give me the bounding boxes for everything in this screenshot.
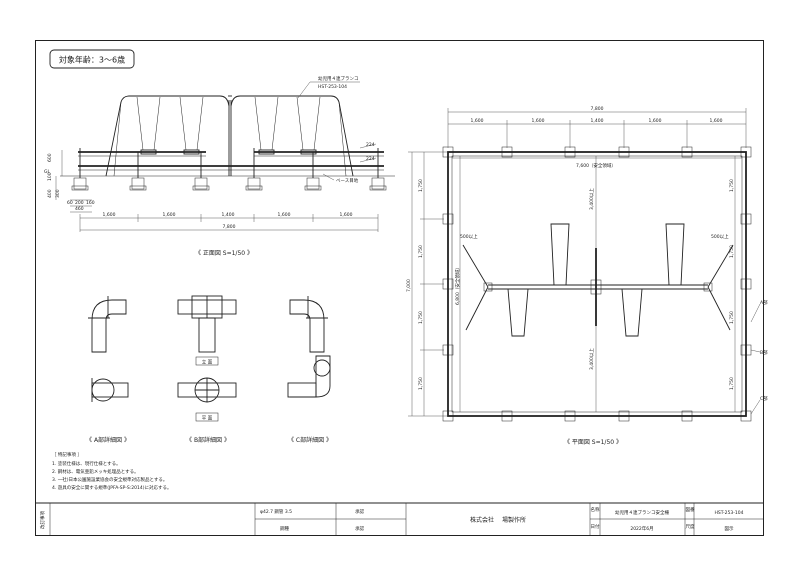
front-level-224b: 224 xyxy=(366,156,375,162)
age-badge-text: 対象年齢：3～6歳 xyxy=(59,55,125,65)
plan-top-dim-3: 1,400 xyxy=(591,118,604,124)
notes: ［ 特記事項 ］ 1. 塗装仕様は、現行仕様とする。 2. 鋼材は、電気亜鉛メッ… xyxy=(52,451,171,491)
front-dim-4: 1,600 xyxy=(278,212,291,218)
foundations xyxy=(71,177,387,191)
front-dim-3: 1,400 xyxy=(222,212,235,218)
left-swing-top-beam xyxy=(105,95,230,177)
plan-top-dim-4: 1,600 xyxy=(649,118,662,124)
plan-left-dim-1: 1,750 xyxy=(418,179,424,192)
tb-approval-2: 承認 xyxy=(355,525,364,532)
detail-views xyxy=(88,295,331,403)
drawing-frame xyxy=(35,40,764,536)
front-dim-1: 1,600 xyxy=(103,212,116,218)
tb-row-label-2: 鋼種 xyxy=(280,525,289,532)
plan-corner-b: B部 xyxy=(760,349,768,356)
tb-date: 2022年6月 xyxy=(630,525,653,532)
plan-right-dim-4: 1,750 xyxy=(729,377,735,390)
plan-right-clear: 500以上 xyxy=(711,233,729,240)
right-swing-top-beam xyxy=(230,95,354,177)
detail-title-c: 《 C部詳細図 》 xyxy=(288,436,332,444)
tb-scale-label: 尺度 xyxy=(686,523,695,530)
plan-inner-height: 6,800（安全領域） xyxy=(454,265,461,305)
detail-labels: 立 面 平 面 《 A部詳細図 》 《 B部詳細図 》 《 C部詳細図 》 xyxy=(86,356,332,444)
front-level-224a: 224 xyxy=(366,142,375,148)
tb-spec: φ42.7 鋼管 3.5 xyxy=(260,508,292,515)
plan-swings xyxy=(507,223,685,337)
front-base-160: 160 xyxy=(86,200,95,206)
tb-stamp-label: 改訂事項 xyxy=(39,511,46,529)
detail-title-b: 《 B部詳細図 》 xyxy=(186,436,230,444)
front-total: 7,800 xyxy=(223,224,236,230)
front-dim-5: 1,600 xyxy=(340,212,353,218)
plan-top-dim-5: 1,600 xyxy=(710,118,723,124)
detail-label-elevation: 立 面 xyxy=(202,359,213,366)
plan-view: 3,400以上 3,400以上 7,600（安全領域） 6,800（安全領域） … xyxy=(406,106,768,446)
plan-left-dim-3: 1,750 xyxy=(418,311,424,324)
tb-product-name: 幼児用４連ブランコ安全柵 xyxy=(615,509,669,516)
front-height-400: 400 xyxy=(47,189,53,198)
plan-left-dim-2: 1,750 xyxy=(418,245,424,258)
tb-date-label: 日付 xyxy=(591,523,600,530)
tb-company: 株式会社 場製作所 xyxy=(470,516,526,524)
detail-a-elevation xyxy=(91,299,127,353)
plan-right-dim-2: 1,750 xyxy=(729,245,735,258)
notes-heading: ［ 特記事項 ］ xyxy=(52,451,82,458)
plan-corner-a: A部 xyxy=(760,299,768,306)
plan-right-dim-3: 1,750 xyxy=(729,311,735,324)
plan-left-clear: 500以上 xyxy=(460,233,478,240)
front-title: 《 正面図 S=1/50 》 xyxy=(195,250,253,257)
front-callout-product: 幼児用４連ブランコ xyxy=(318,75,359,82)
plan-right-dim-1: 1,750 xyxy=(729,179,735,192)
tb-code: HST-253-104 xyxy=(714,510,743,516)
notes-item-3: 3. 一社)日本公園施設業協会の安全規準対応製品とする。 xyxy=(52,476,167,483)
detail-c-plan xyxy=(290,355,331,398)
detail-title-a: 《 A部詳細図 》 xyxy=(86,436,130,444)
notes-item-1: 1. 塗装仕様は、現行仕様とする。 xyxy=(52,460,121,467)
detail-c-elevation xyxy=(289,299,325,353)
plan-upper-clear: 3,400以上 xyxy=(588,188,595,210)
plan-title: 《 平面図 S=1/50 》 xyxy=(564,439,622,446)
tb-name-label: 名称 xyxy=(591,506,600,513)
plan-corner-c: C部 xyxy=(760,395,768,402)
front-callout-code: HST-253-104 xyxy=(318,84,347,90)
plan-left-total: 7,000 xyxy=(406,279,412,292)
front-base-200: 200 xyxy=(75,200,84,206)
front-elevation: 幼児用４連ブランコ HST-253-104 224 224 ベース目地 GL 6… xyxy=(44,75,395,257)
front-base-60: 60 xyxy=(67,200,73,206)
tb-code-label: 図番 xyxy=(686,506,695,513)
front-dim-2: 1,600 xyxy=(163,212,176,218)
notes-item-2: 2. 鋼材は、電気亜鉛メッキ処理品とする。 xyxy=(52,468,139,475)
front-callout-base: ベース目地 xyxy=(336,177,359,184)
front-height-600: 600 xyxy=(47,153,53,162)
front-callout-ground: GL xyxy=(44,169,50,175)
age-badge-box xyxy=(49,49,135,69)
plan-top-total: 7,800 xyxy=(591,106,604,112)
plan-posts xyxy=(442,146,752,422)
tb-scale-value: 図示 xyxy=(725,526,734,532)
plan-lower-clear: 3,400以上 xyxy=(588,348,595,370)
notes-item-4: 4. 遊具の安全に関する規準(JPFA-SP-S:2014)に対応する。 xyxy=(52,484,171,491)
front-height-300: 300 xyxy=(55,189,61,198)
tb-approval-1: 承認 xyxy=(355,508,364,515)
title-block: 改訂事項 φ42.7 鋼管 3.5 鋼種 承認 承認 株式会社 場製作所 名称 … xyxy=(35,502,764,536)
plan-fence xyxy=(447,151,747,417)
plan-left-dim-4: 1,750 xyxy=(418,377,424,390)
plan-top-dim-2: 1,600 xyxy=(532,118,545,124)
plan-inner-width: 7,600（安全領域） xyxy=(576,162,616,169)
detail-a-plan xyxy=(91,378,115,402)
front-base-460: 460 xyxy=(75,206,84,212)
detail-label-plan: 平 面 xyxy=(202,416,213,422)
plan-top-dim-1: 1,600 xyxy=(471,118,484,124)
front-height-100: 100 xyxy=(47,172,53,181)
